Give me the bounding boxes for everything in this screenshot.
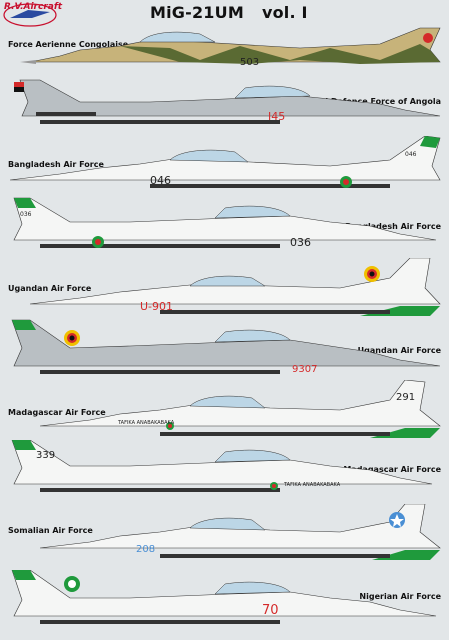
serial-70: 70	[262, 603, 279, 618]
aircraft-bangladesh-2-profile: 036 036	[13, 197, 437, 249]
title-name: MiG-21UM	[150, 3, 244, 22]
aircraft-angola-profile: I45	[14, 79, 441, 124]
page-title: MiG-21UM vol. I	[150, 3, 308, 22]
caption-madagascar-1: Madagascar Air Force	[8, 408, 106, 417]
serial-i45: I45	[268, 110, 285, 123]
caption-somalia: Somalian Air Force	[8, 526, 93, 535]
serial-036: 036	[290, 236, 311, 249]
caption-uganda-1: Ugandan Air Force	[8, 284, 92, 293]
fin-serial-046: 046	[405, 151, 417, 158]
aircraft-uganda-1-profile: U-901	[29, 258, 441, 316]
brand-logo-text: R.V.Aircraft	[4, 2, 63, 12]
aircraft-nigeria-profile: 70	[11, 570, 437, 624]
serial-291: 291	[396, 392, 415, 403]
caption-nigeria: Nigerian Air Force	[359, 592, 441, 601]
caption-bangladesh-1: Bangladesh Air Force	[8, 160, 104, 169]
aircraft-congo-profile: 503	[20, 27, 441, 68]
nose-text-1: TAFIKA ANABAKABAKA	[117, 420, 175, 426]
caption-madagascar-2: Madagascar Air Force	[343, 465, 441, 474]
serial-u901: U-901	[140, 300, 173, 313]
aircraft-madagascar-1-profile: TAFIKA ANABAKABAKA 291	[39, 380, 441, 438]
serial-9307: 9307	[292, 364, 317, 375]
title-volume: vol. I	[261, 3, 308, 22]
angola-flag-icon	[14, 82, 24, 87]
serial-208: 208	[136, 544, 155, 555]
serial-503: 503	[240, 57, 259, 68]
fin-serial-036: 036	[20, 211, 32, 218]
aircraft-madagascar-2-profile: TAFIKA ANABAKABAKA 339	[11, 440, 433, 492]
caption-uganda-2: Ugandan Air Force	[357, 346, 441, 355]
caption-bangladesh-2: Bangladesh Air Force	[345, 222, 441, 231]
aircraft-bangladesh-1-profile: 046 046	[9, 136, 441, 188]
caption-congo: Force Aerienne Congolaise	[8, 40, 129, 49]
serial-046: 046	[150, 174, 171, 187]
aircraft-uganda-2-profile: 9307	[11, 319, 441, 375]
brand-logo	[3, 3, 57, 27]
nose-text-2: TAFIKA ANABAKABAKA	[283, 482, 341, 488]
aircraft-somalia-profile: 208	[39, 504, 441, 560]
serial-339: 339	[36, 450, 55, 461]
